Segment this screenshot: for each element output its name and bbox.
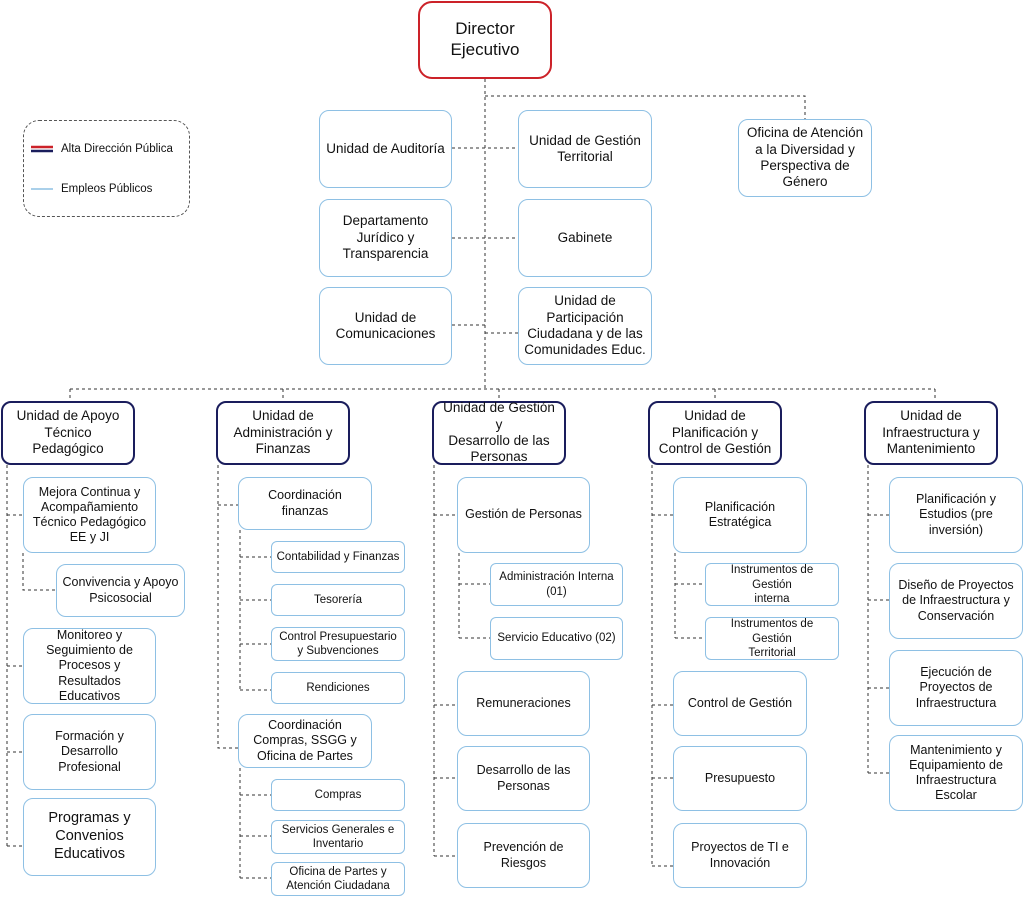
- unidad-comunicaciones-box: Unidad de Comunicaciones: [319, 287, 452, 365]
- connector: [485, 95, 806, 119]
- unit-instrumentos-territorial-box: Instrumentos de Gestión Territorial: [705, 617, 839, 660]
- unidad-auditoria-box: Unidad de Auditoría: [319, 110, 452, 188]
- unit-mantenimiento-equipamiento-box: Mantenimiento y Equipamiento de Infraest…: [889, 735, 1023, 811]
- unit-ejecucion-proyectos-box: Ejecución de Proyectos de Infraestructur…: [889, 650, 1023, 726]
- oficina-atencion-diversidad-box: Oficina de Atención a la Diversidad y Pe…: [738, 119, 872, 197]
- legend: Alta Dirección Pública Empleos Públicos: [23, 120, 190, 217]
- unit-diseno-proyectos-box: Diseño de Proyectos de Infraestructura y…: [889, 563, 1023, 639]
- gabinete-box: Gabinete: [518, 199, 652, 277]
- departamento-juridico-box: Departamento Jurídico y Transparencia: [319, 199, 452, 277]
- unit-control-gestion-box: Control de Gestión: [673, 671, 807, 736]
- legend-label: Alta Dirección Pública: [61, 143, 173, 155]
- unit-tesoreria-box: Tesorería: [271, 584, 405, 616]
- unit-desarrollo-personas-box: Desarrollo de las Personas: [457, 746, 590, 811]
- legend-label: Empleos Públicos: [61, 183, 153, 195]
- legend-item-empleos-publicos: Empleos Públicos: [31, 183, 152, 195]
- unit-monitoreo-box: Monitoreo y Seguimiento de Procesos y Re…: [23, 628, 156, 704]
- unit-oficina-partes-box: Oficina de Partes y Atención Ciudadana: [271, 862, 405, 896]
- unit-planificacion-estudios-box: Planificación y Estudios (pre inversión): [889, 477, 1023, 553]
- unit-compras-box: Compras: [271, 779, 405, 811]
- unit-rendiciones-box: Rendiciones: [271, 672, 405, 704]
- director-ejecutivo-box: Director Ejecutivo: [418, 1, 552, 79]
- unit-coordinacion-compras-box: Coordinación Compras, SSGG y Oficina de …: [238, 714, 372, 768]
- unit-mejora-continua-box: Mejora Continua y Acompañamiento Técnico…: [23, 477, 156, 553]
- unit-prevencion-riesgos-box: Prevención de Riesgos: [457, 823, 590, 888]
- legend-item-alta-direccion: Alta Dirección Pública: [31, 143, 173, 155]
- alta-direccion-line-icon: [31, 145, 53, 153]
- dept-apoyo-tecnico-pedagogico-box: Unidad de Apoyo Técnico Pedagógico: [1, 401, 135, 465]
- unit-instrumentos-interna-box: Instrumentos de Gestión interna: [705, 563, 839, 606]
- empleos-publicos-line-icon: [31, 188, 53, 190]
- dept-administracion-finanzas-box: Unidad de Administración y Finanzas: [216, 401, 350, 465]
- unit-remuneraciones-box: Remuneraciones: [457, 671, 590, 736]
- connector: [22, 553, 56, 591]
- dept-planificacion-control-box: Unidad de Planificación y Control de Ges…: [648, 401, 782, 465]
- unit-control-presupuestario-box: Control Presupuestario y Subvenciones: [271, 627, 405, 661]
- unidad-participacion-ciudadana-box: Unidad de Participación Ciudadana y de l…: [518, 287, 652, 365]
- unit-programas-convenios-box: Programas y Convenios Educativos: [23, 798, 156, 876]
- unit-gestion-personas-box: Gestión de Personas: [457, 477, 590, 553]
- unit-presupuesto-box: Presupuesto: [673, 746, 807, 811]
- unit-formacion-box: Formación y Desarrollo Profesional: [23, 714, 156, 790]
- unit-coordinacion-finanzas-box: Coordinación finanzas: [238, 477, 372, 530]
- unit-proyectos-ti-box: Proyectos de TI e Innovación: [673, 823, 807, 888]
- unit-administracion-interna-box: Administración Interna (01): [490, 563, 623, 606]
- unidad-gestion-territorial-box: Unidad de Gestión Territorial: [518, 110, 652, 188]
- connector: [217, 465, 238, 749]
- dept-infraestructura-mantenimiento-box: Unidad de Infraestructura y Mantenimient…: [864, 401, 998, 465]
- unit-servicios-generales-box: Servicios Generales e Inventario: [271, 820, 405, 854]
- dept-gestion-personas-box: Unidad de Gestión y Desarrollo de las Pe…: [432, 400, 566, 465]
- unit-servicio-educativo-box: Servicio Educativo (02): [490, 617, 623, 660]
- unit-convivencia-box: Convivencia y Apoyo Psicosocial: [56, 564, 185, 617]
- unit-planificacion-estrategica-box: Planificación Estratégica: [673, 477, 807, 553]
- unit-contabilidad-box: Contabilidad y Finanzas: [271, 541, 405, 573]
